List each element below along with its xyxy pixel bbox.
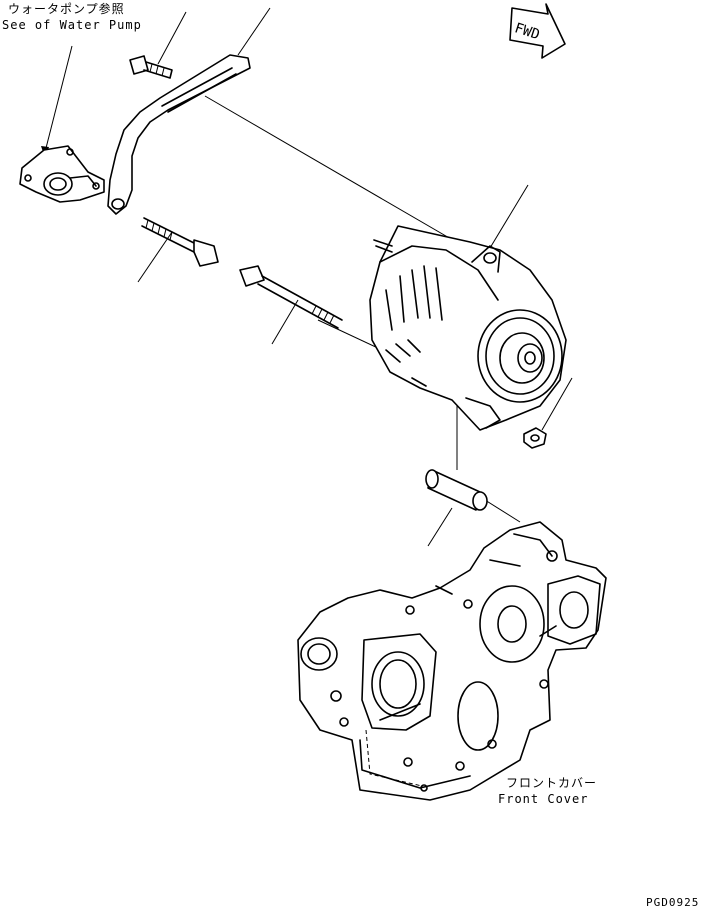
drawing-code: PGD0925 [646,896,700,909]
alternator [369,225,567,431]
fwd-arrow: FWD [509,3,566,59]
front-cover [297,521,607,801]
nut [523,427,547,449]
spacer-sleeve [425,469,488,511]
bolt-long-2 [239,265,343,329]
water-pump-fitting [19,145,105,203]
bolt-top [129,55,173,79]
adjusting-bracket [107,54,251,215]
front-cover-label-jp: フロントカバー [506,776,598,790]
front-cover-label-en: Front Cover [498,792,589,806]
water-pump-ref-label-en: See of Water Pump [2,18,142,32]
fwd-text: FWD [513,20,542,43]
water-pump-ref-label-jp: ウォータポンプ参照 [8,2,125,16]
bolt-long-1 [141,217,219,267]
